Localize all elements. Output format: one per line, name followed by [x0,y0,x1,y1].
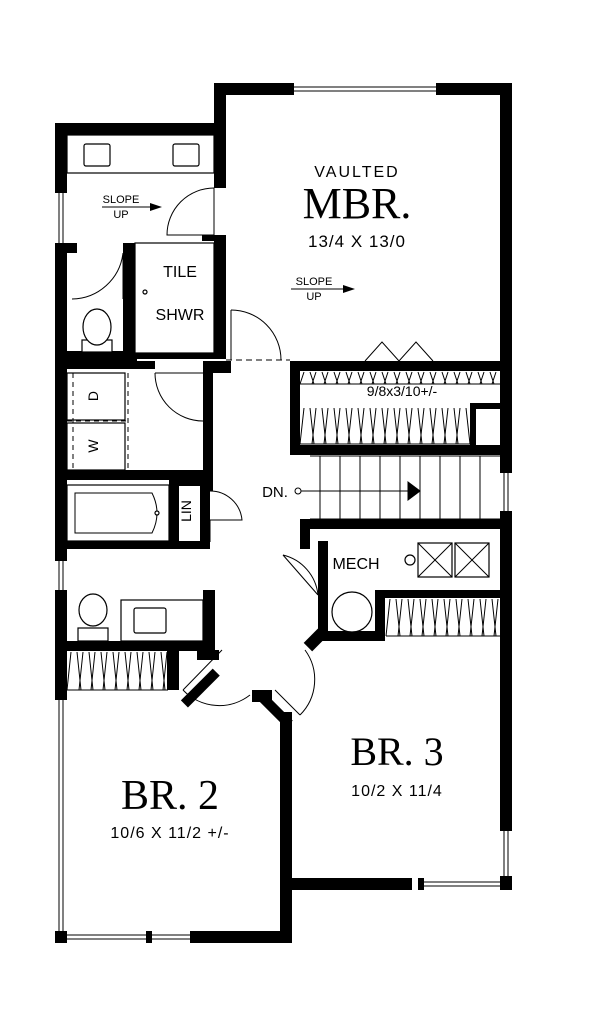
shower-label-2: SHWR [156,307,205,324]
br3-name: BR. 3 [350,729,443,774]
washer-label: W [85,439,101,453]
slope-bath-line1: SLOPE [103,194,140,206]
closet-shelving [66,371,500,691]
dryer [66,372,126,421]
mbr-size: 13/4 X 13/0 [308,232,406,251]
walls [55,83,512,943]
slope-bath-line2: UP [113,209,128,221]
slope-mbr-line2: UP [306,291,321,303]
labels: VAULTED MBR. 13/4 X 13/0 SLOPE UP SLOPE … [85,164,444,842]
fixtures [66,134,500,642]
linen-label: LIN [178,500,194,522]
closet-size: 9/8x3/10+/- [367,383,438,399]
mbr-name: MBR. [303,179,412,228]
dryer-label: D [85,391,101,401]
stair-label: DN. [262,484,288,501]
doors [71,187,434,716]
sink-right [172,143,200,167]
washer [66,422,126,471]
shower-label-1: TILE [163,264,197,281]
stair [294,455,500,520]
mech-tank [331,591,373,633]
slope-mbr-line1: SLOPE [296,276,333,288]
sink-left [83,143,111,167]
br3-size: 10/2 X 11/4 [351,783,443,800]
toilet-hall [77,627,109,642]
br2-name: BR. 2 [121,773,219,819]
windows [58,86,509,940]
mech-label: MECH [332,556,379,573]
bathtub [66,484,170,542]
sink-hall [133,607,167,634]
mbr-prefix: VAULTED [314,164,399,181]
br2-size: 10/6 X 11/2 +/- [110,825,229,842]
